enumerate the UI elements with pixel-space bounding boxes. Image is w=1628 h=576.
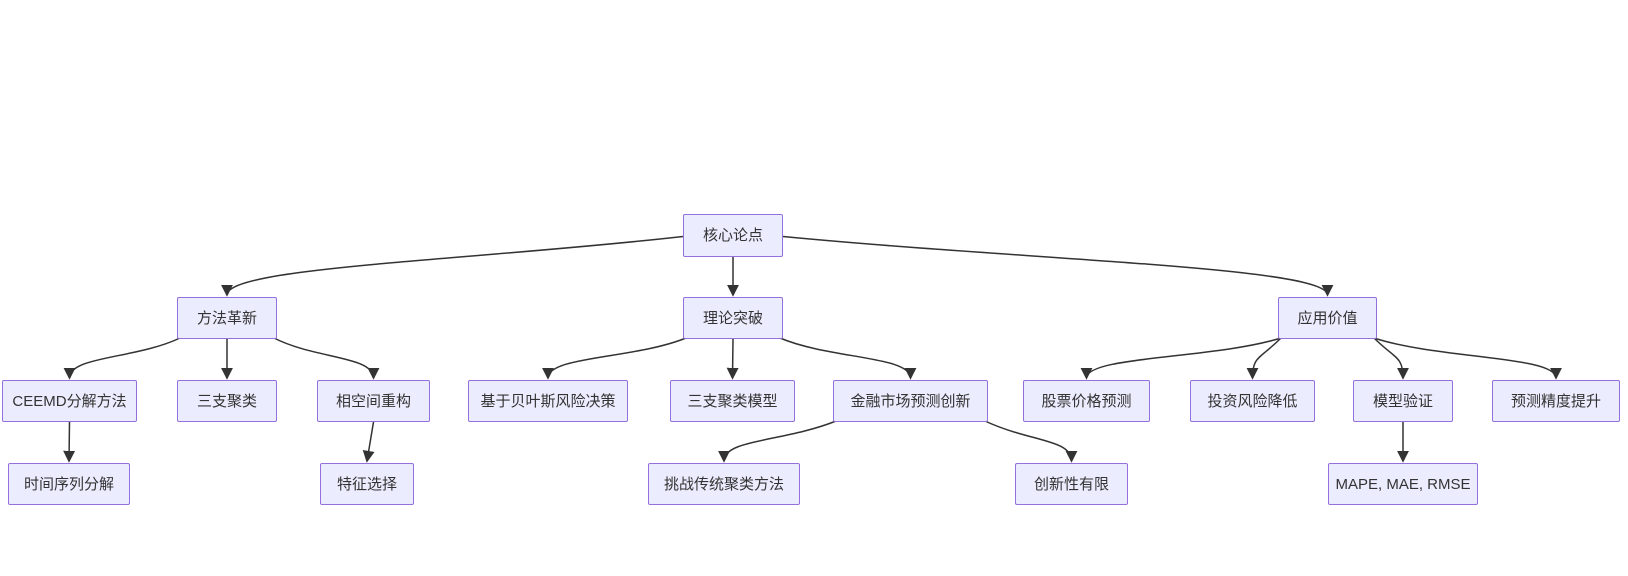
- edge-finmarket-challenge: [718, 420, 837, 463]
- edge-application-risk: [1246, 337, 1282, 380]
- node-accuracy: 预测精度提升: [1492, 380, 1620, 422]
- edge-theory-twcmodel: [726, 338, 739, 380]
- edge-application-stock: [1080, 337, 1282, 380]
- edge-finmarket-limited: [984, 420, 1078, 463]
- edge-method-phase: [273, 337, 380, 380]
- edge-application-validation: [1373, 337, 1409, 380]
- node-ceemd: CEEMD分解方法: [2, 380, 137, 422]
- node-core: 核心论点: [683, 214, 783, 257]
- node-tsdecomp: 时间序列分解: [8, 463, 130, 505]
- node-theory: 理论突破: [683, 297, 783, 339]
- node-finmarket: 金融市场预测创新: [833, 380, 988, 422]
- edge-core-application: [782, 235, 1334, 297]
- edge-application-accuracy: [1373, 337, 1562, 380]
- node-bayes: 基于贝叶斯风险决策: [468, 380, 628, 422]
- node-feature: 特征选择: [320, 463, 414, 505]
- edge-core-method: [221, 235, 684, 297]
- node-validation: 模型验证: [1353, 380, 1453, 422]
- node-metrics: MAPE, MAE, RMSE: [1328, 463, 1478, 505]
- node-phase: 相空间重构: [317, 380, 430, 422]
- edge-phase-feature: [362, 421, 375, 463]
- edge-theory-finmarket: [779, 337, 917, 380]
- node-twc: 三支聚类: [177, 380, 277, 422]
- node-limited: 创新性有限: [1015, 463, 1128, 505]
- node-application: 应用价值: [1278, 297, 1377, 339]
- edge-theory-bayes: [542, 337, 687, 380]
- edge-ceemd-tsdecomp: [63, 421, 76, 463]
- node-method: 方法革新: [177, 297, 277, 339]
- node-risk: 投资风险降低: [1190, 380, 1315, 422]
- node-stock: 股票价格预测: [1023, 380, 1150, 422]
- edge-method-ceemd: [63, 337, 181, 380]
- node-twcmodel: 三支聚类模型: [670, 380, 795, 422]
- node-challenge: 挑战传统聚类方法: [648, 463, 800, 505]
